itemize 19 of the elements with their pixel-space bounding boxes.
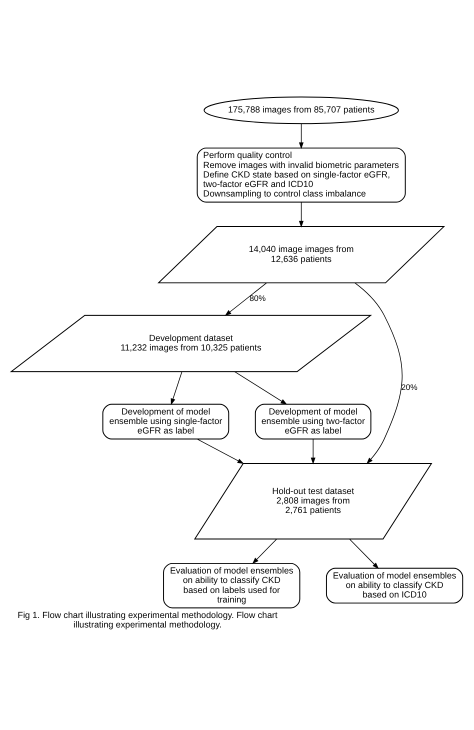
caption: Fig 1. Flow chart illustrating experimental methodology. Flow chart illustrating experimental methodology. — [18, 610, 278, 630]
arrow — [354, 282, 403, 464]
edge-label: 80% — [249, 294, 266, 304]
node-box: Development of model ensemble using single-factor eGFR as label — [102, 404, 230, 440]
arrow — [298, 202, 304, 228]
arrow — [170, 371, 182, 406]
node-box: Perform quality control Remove images with invalid biometric parameters Define CKD state based on single-factor eGFR, two-factor eGFR and ICD10 Downsampling to control class imbalance — [196, 148, 406, 203]
node-box: Evaluation of model ensembles on ability to classify CKD based on ICD10 — [326, 568, 464, 604]
arrow — [349, 538, 379, 569]
arrow — [298, 123, 304, 150]
node-box: Development of model ensemble using two-factor eGFR as label — [254, 404, 372, 440]
arrow — [224, 282, 268, 316]
edge-label: 20% — [401, 383, 418, 392]
arrow — [252, 538, 278, 564]
arrow — [310, 438, 316, 464]
arrow — [234, 371, 288, 405]
node-ellipse: 175,788 images from 85,707 patients — [204, 96, 399, 124]
node-box: Evaluation of model ensembles on ability to classify CKD based on labels used for training — [163, 562, 300, 608]
arrow — [197, 438, 244, 464]
